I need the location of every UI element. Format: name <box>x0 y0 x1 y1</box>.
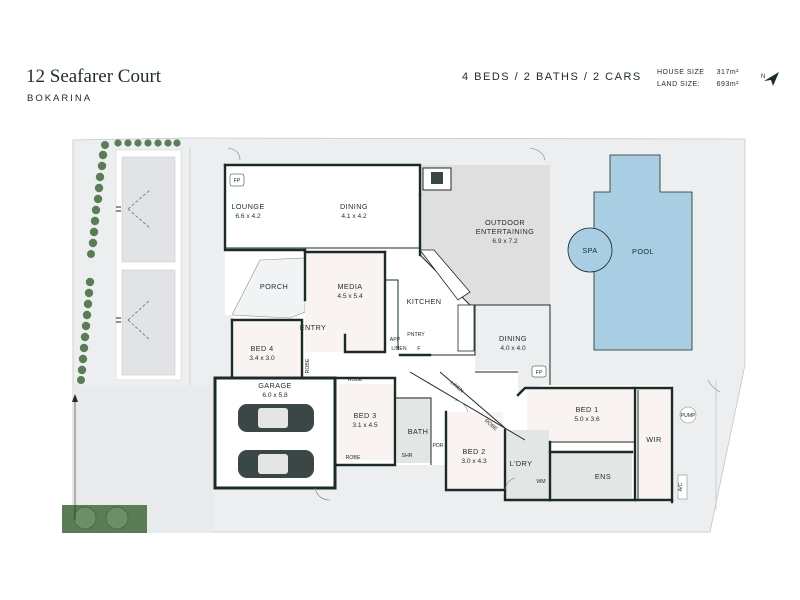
room-name-bed2: BED 2 <box>462 447 485 456</box>
hedge-left <box>77 141 109 384</box>
fireplace-label: FP <box>536 370 543 376</box>
fridge-label: F <box>417 346 420 352</box>
pool <box>593 154 693 351</box>
inner-walls <box>225 247 639 500</box>
fireplace-label: FP <box>234 178 241 184</box>
room-name-dining-2: DINING <box>499 334 527 343</box>
walls <box>223 163 674 504</box>
bed4-robe-label: ROBE <box>305 358 311 373</box>
room-name-bed1: BED 1 <box>575 405 598 414</box>
north-label: N <box>761 74 765 80</box>
room-dims-dining: 4.1 x 4.2 <box>341 213 367 220</box>
room-dims-outdoor: 6.9 x 7.2 <box>492 238 518 245</box>
kitchen-island <box>457 304 475 352</box>
bed4-room <box>234 322 302 376</box>
kitchen-linen-label: LINEN <box>391 346 407 352</box>
room-name-entry: ENTRY <box>300 323 327 332</box>
spa <box>567 227 613 273</box>
room-name-laundry: L'DRY <box>510 459 533 468</box>
room-name-kitchen: KITCHEN <box>407 297 442 306</box>
property-address: 12 Seafarer Court <box>26 66 162 87</box>
ac-label: A/C <box>678 482 684 491</box>
shed-marks <box>116 206 121 323</box>
wir-room <box>638 387 670 499</box>
room-name-outdoor-1: OUTDOOR <box>485 218 525 227</box>
hedge-top <box>114 139 181 147</box>
washing-machine-label: WM <box>536 479 545 485</box>
fireplace-marker <box>531 365 547 378</box>
entry-arrow-icon <box>72 394 78 402</box>
room-name-outdoor-2: ENTERTAINING <box>476 227 534 236</box>
room-name-bath: BATH <box>408 427 429 436</box>
powder-room-label: PDR <box>433 443 444 449</box>
bed3-robe-top-label: ROBE <box>348 377 363 383</box>
bed2-room <box>447 412 503 488</box>
room-dims-bed1: 5.0 x 3.6 <box>574 416 600 423</box>
car-icon <box>238 404 314 432</box>
tree-icon <box>105 506 129 530</box>
car-icon <box>238 450 314 478</box>
shed-panels <box>121 156 176 376</box>
pool-label: POOL <box>632 247 654 256</box>
room-dims-bed3: 3.1 x 4.5 <box>352 422 378 429</box>
outdoor-entertaining-area <box>420 165 550 305</box>
pump-icon <box>679 406 697 424</box>
room-name-bed3: BED 3 <box>353 411 376 420</box>
laundry-room <box>505 430 549 500</box>
ac-unit <box>677 474 688 500</box>
room-name-wir: WIR <box>646 435 661 444</box>
house-size-label: HOUSE SIZE <box>657 69 705 76</box>
appliance-label: APP <box>390 337 401 343</box>
kitchen-bench <box>419 249 471 301</box>
fireplace-marker <box>229 173 245 187</box>
land-size-value: 693m² <box>716 81 739 88</box>
door-swings <box>227 147 721 501</box>
room-dims-lounge: 6.6 x 4.2 <box>235 213 261 220</box>
room-name-garage: GARAGE <box>258 381 292 390</box>
room-dims-bed2: 3.0 x 4.3 <box>461 458 487 465</box>
north-arrow-icon: N <box>761 69 781 89</box>
pump-label: PUMP <box>681 413 697 419</box>
room-name-media: MEDIA <box>337 282 362 291</box>
pantry-label: PNTRY <box>407 332 425 338</box>
room-dims-garage: 6.0 x 5.8 <box>262 392 288 399</box>
shower-label: SHR <box>402 453 413 459</box>
room-name-ens: ENS <box>595 472 611 481</box>
bath-room <box>397 397 431 463</box>
land-size-label: LAND SIZE: <box>657 81 701 88</box>
garage <box>213 376 337 490</box>
bed3-robe-bottom-label: ROBE <box>346 455 361 461</box>
room-dims-dining-2: 4.0 x 4.0 <box>500 345 526 352</box>
room-name-lounge: LOUNGE <box>231 202 264 211</box>
bed3-room <box>339 384 395 460</box>
tree-icon <box>73 506 97 530</box>
room-name-dining: DINING <box>340 202 368 211</box>
room-dims-media: 4.5 x 5.4 <box>337 293 363 300</box>
room-name-porch: PORCH <box>260 282 288 291</box>
bbq-icon <box>431 172 443 184</box>
room-name-bed4: BED 4 <box>250 344 273 353</box>
spa-label: SPA <box>582 246 597 255</box>
house-size-value: 317m² <box>716 69 739 76</box>
property-specs: 4 BEDS / 2 BATHS / 2 CARS <box>462 71 642 83</box>
ensuite-room <box>550 452 632 498</box>
property-suburb: BOKARINA <box>27 93 93 104</box>
size-summary: HOUSE SIZE 317m² LAND SIZE: 693m² <box>657 67 739 91</box>
room-dims-bed4: 3.4 x 3.0 <box>249 355 275 362</box>
